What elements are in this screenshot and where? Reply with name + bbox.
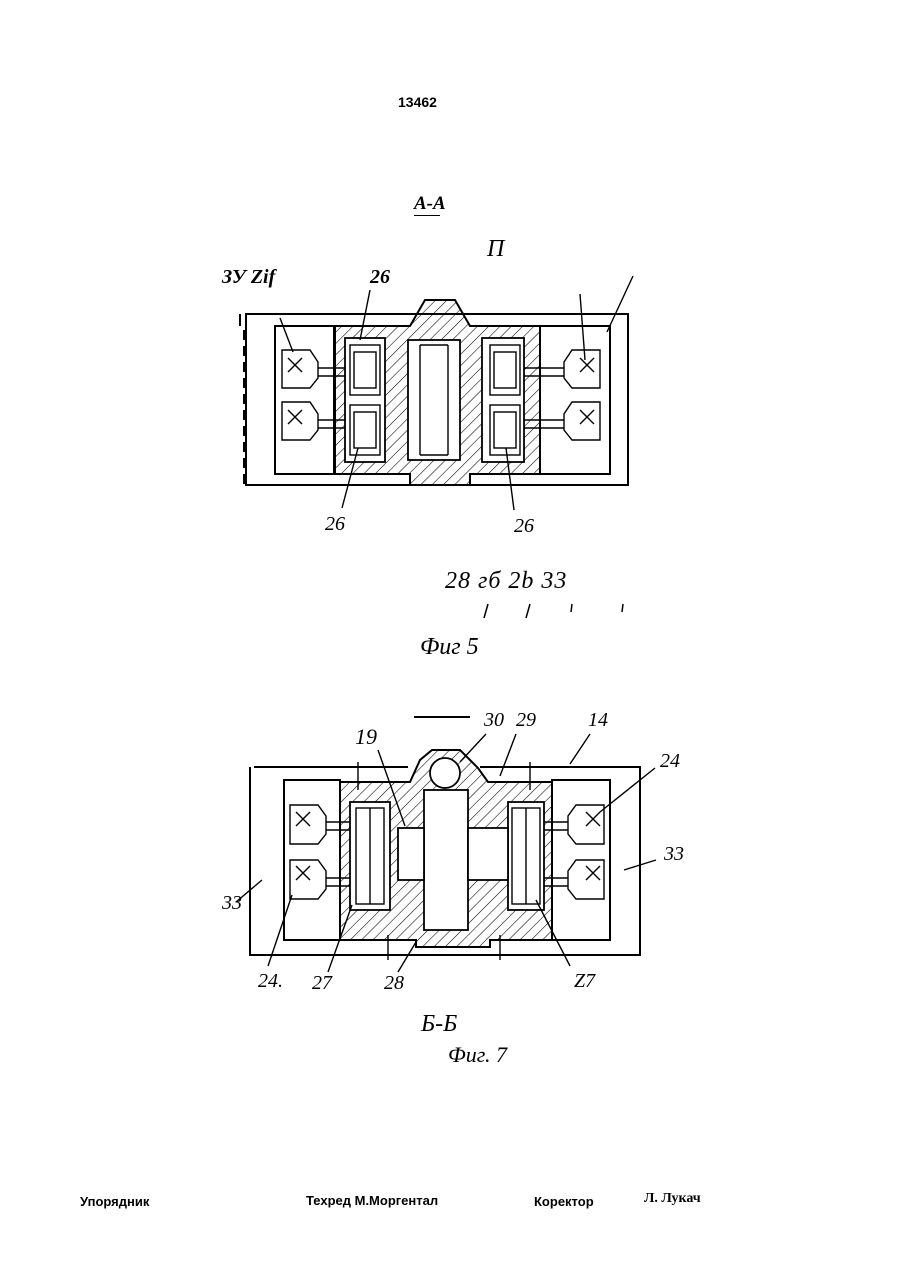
fig7-label-29: 29 (516, 709, 536, 732)
fig7-label-27-left: 27 (312, 972, 332, 995)
footer-techred: Техред М.Моргентал (306, 1193, 438, 1208)
fig7-label-33-left: 33 (222, 892, 242, 915)
fig7-label-14: 14 (588, 709, 608, 732)
footer-corrector: Коректор (534, 1194, 594, 1209)
footer-compiler: Упорядник (80, 1194, 149, 1209)
fig7-label-33-right: 33 (664, 843, 684, 866)
fig7-label-30: 30 (484, 709, 504, 732)
footer-corrector-name: Л. Лукач (644, 1191, 701, 1207)
fig7-caption: Фиг. 7 (448, 1042, 507, 1068)
fig7-label-24-right: 24 (660, 750, 680, 773)
fig7-label-24-left: 24. (258, 970, 283, 993)
fig7-label-27-right: Z7 (574, 970, 595, 993)
fig7-label-19: 19 (355, 724, 377, 750)
figure-7-drawing (0, 0, 900, 1100)
fig7-label-28: 28 (384, 972, 404, 995)
fig7-section-title: Б-Б (421, 1011, 457, 1038)
